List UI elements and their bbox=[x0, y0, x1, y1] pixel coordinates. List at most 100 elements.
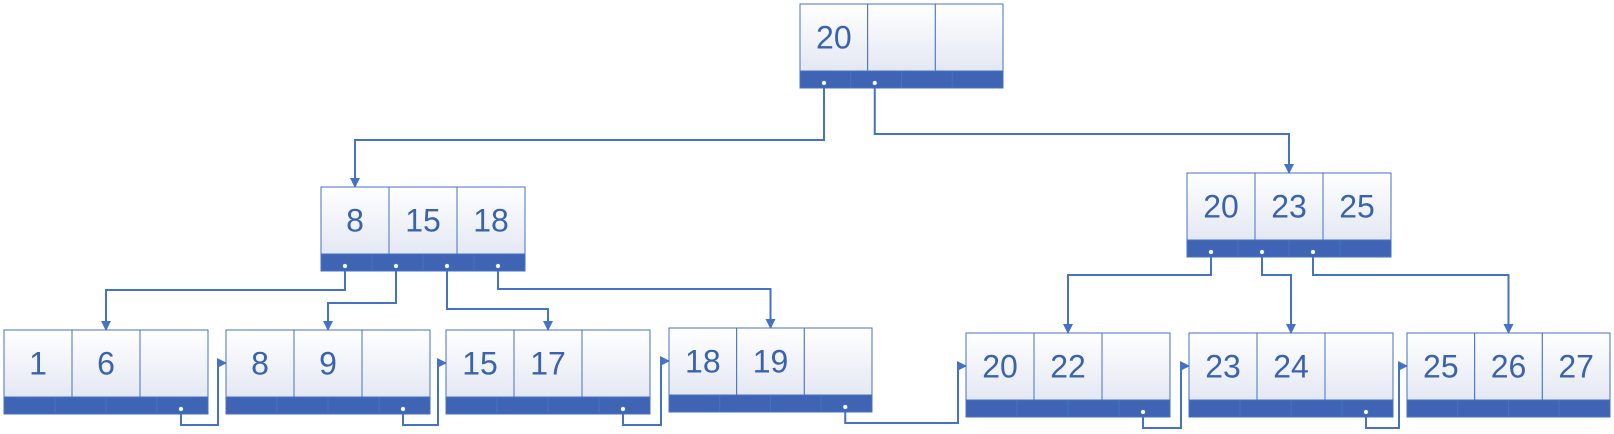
key-cell bbox=[456, 186, 526, 255]
pointer-dot bbox=[1310, 249, 1316, 255]
pointer-dot bbox=[178, 406, 184, 412]
key-label: 8 bbox=[251, 346, 269, 382]
pointer-dot bbox=[1208, 249, 1214, 255]
pointer-slot bbox=[276, 396, 329, 415]
pointer-slot bbox=[1118, 399, 1171, 418]
edges-layer bbox=[101, 83, 1514, 429]
pointer-dot bbox=[842, 404, 849, 410]
key-cell bbox=[139, 329, 209, 398]
key-label: 20 bbox=[816, 20, 852, 56]
tree-node-internal-right: 20 23 25 bbox=[1186, 172, 1392, 258]
pointer-dot bbox=[495, 263, 501, 269]
pointer-dot bbox=[400, 406, 406, 412]
key-cell bbox=[1324, 332, 1394, 401]
pointer-slot bbox=[3, 396, 56, 415]
key-label: 20 bbox=[1203, 189, 1239, 225]
key-cell bbox=[3, 329, 73, 398]
key-label: 23 bbox=[1205, 349, 1241, 385]
key-cell bbox=[934, 3, 1004, 72]
pointer-slot bbox=[225, 396, 278, 415]
key-cell bbox=[1188, 332, 1258, 401]
pointer-slot bbox=[1290, 399, 1343, 418]
key-cell bbox=[445, 329, 515, 398]
pointer-dot bbox=[821, 80, 827, 86]
key-cell bbox=[803, 327, 873, 396]
key-cell bbox=[361, 329, 431, 398]
pointer-dot bbox=[871, 80, 878, 86]
pointer-slot bbox=[1016, 399, 1069, 418]
key-label: 1 bbox=[29, 346, 47, 382]
key-label: 19 bbox=[753, 344, 789, 380]
pointer-arrow bbox=[323, 266, 397, 331]
pointer-slot bbox=[547, 396, 600, 415]
key-label: 20 bbox=[982, 349, 1018, 385]
pointer-slot bbox=[951, 70, 1004, 89]
key-label: 8 bbox=[346, 203, 364, 239]
key-cell bbox=[1101, 332, 1171, 401]
pointer-slot bbox=[1339, 239, 1392, 258]
pointer-slot bbox=[1188, 399, 1241, 418]
pointer-dot bbox=[1259, 249, 1265, 255]
pointer-slot bbox=[496, 396, 549, 415]
pointer-slot bbox=[1067, 399, 1120, 418]
pointer-slot bbox=[1341, 399, 1394, 418]
pointer-slot bbox=[1239, 399, 1292, 418]
key-cell bbox=[1406, 332, 1476, 401]
key-cell bbox=[1474, 332, 1543, 401]
pointer-arrow bbox=[180, 358, 227, 426]
pointer-dot bbox=[342, 263, 348, 269]
pointer-arrow bbox=[446, 266, 553, 331]
pointer-dot bbox=[393, 263, 399, 269]
key-label: 25 bbox=[1339, 189, 1375, 225]
key-label: 23 bbox=[1271, 189, 1307, 225]
pointer-slot bbox=[901, 70, 953, 89]
key-label: 9 bbox=[319, 346, 337, 382]
key-label: 6 bbox=[97, 346, 115, 382]
pointer-dot bbox=[620, 406, 626, 412]
tree-node-root: 20 bbox=[799, 3, 1004, 89]
key-label: 15 bbox=[462, 346, 498, 382]
pointer-slot bbox=[473, 253, 526, 272]
key-cell bbox=[513, 329, 583, 398]
pointer-dot bbox=[1363, 409, 1369, 415]
pointer-slot bbox=[965, 399, 1018, 418]
pointer-arrow bbox=[844, 361, 967, 424]
pointer-arrow bbox=[1312, 252, 1514, 334]
pointer-slot bbox=[327, 396, 380, 415]
pointer-slot bbox=[668, 394, 721, 413]
pointer-arrow bbox=[101, 266, 346, 331]
pointer-arrow bbox=[1365, 361, 1408, 429]
key-cell bbox=[388, 186, 458, 255]
pointer-slot bbox=[1457, 399, 1509, 418]
key-cell bbox=[1186, 172, 1256, 241]
key-cell bbox=[1322, 172, 1392, 241]
pointer-slot bbox=[770, 394, 822, 413]
key-label: 24 bbox=[1273, 349, 1309, 385]
pointer-slot bbox=[598, 396, 651, 415]
pointer-arrow bbox=[402, 358, 447, 426]
key-cell bbox=[867, 3, 936, 72]
pointer-slot bbox=[1558, 399, 1611, 418]
pointer-slot bbox=[156, 396, 209, 415]
key-label: 15 bbox=[405, 203, 441, 239]
pointer-slot bbox=[820, 394, 873, 413]
key-cell bbox=[71, 329, 141, 398]
key-cell bbox=[581, 329, 651, 398]
key-cell bbox=[736, 327, 805, 396]
pointer-slot bbox=[1406, 399, 1459, 418]
pointer-dot bbox=[1140, 409, 1146, 415]
pointer-slot bbox=[54, 396, 107, 415]
key-label: 26 bbox=[1491, 349, 1527, 385]
key-label: 18 bbox=[473, 203, 509, 239]
tree-node-leaf-6: 23 24 bbox=[1188, 332, 1394, 418]
key-label: 27 bbox=[1558, 349, 1594, 385]
key-label: 17 bbox=[530, 346, 566, 382]
pointer-slot bbox=[378, 396, 431, 415]
